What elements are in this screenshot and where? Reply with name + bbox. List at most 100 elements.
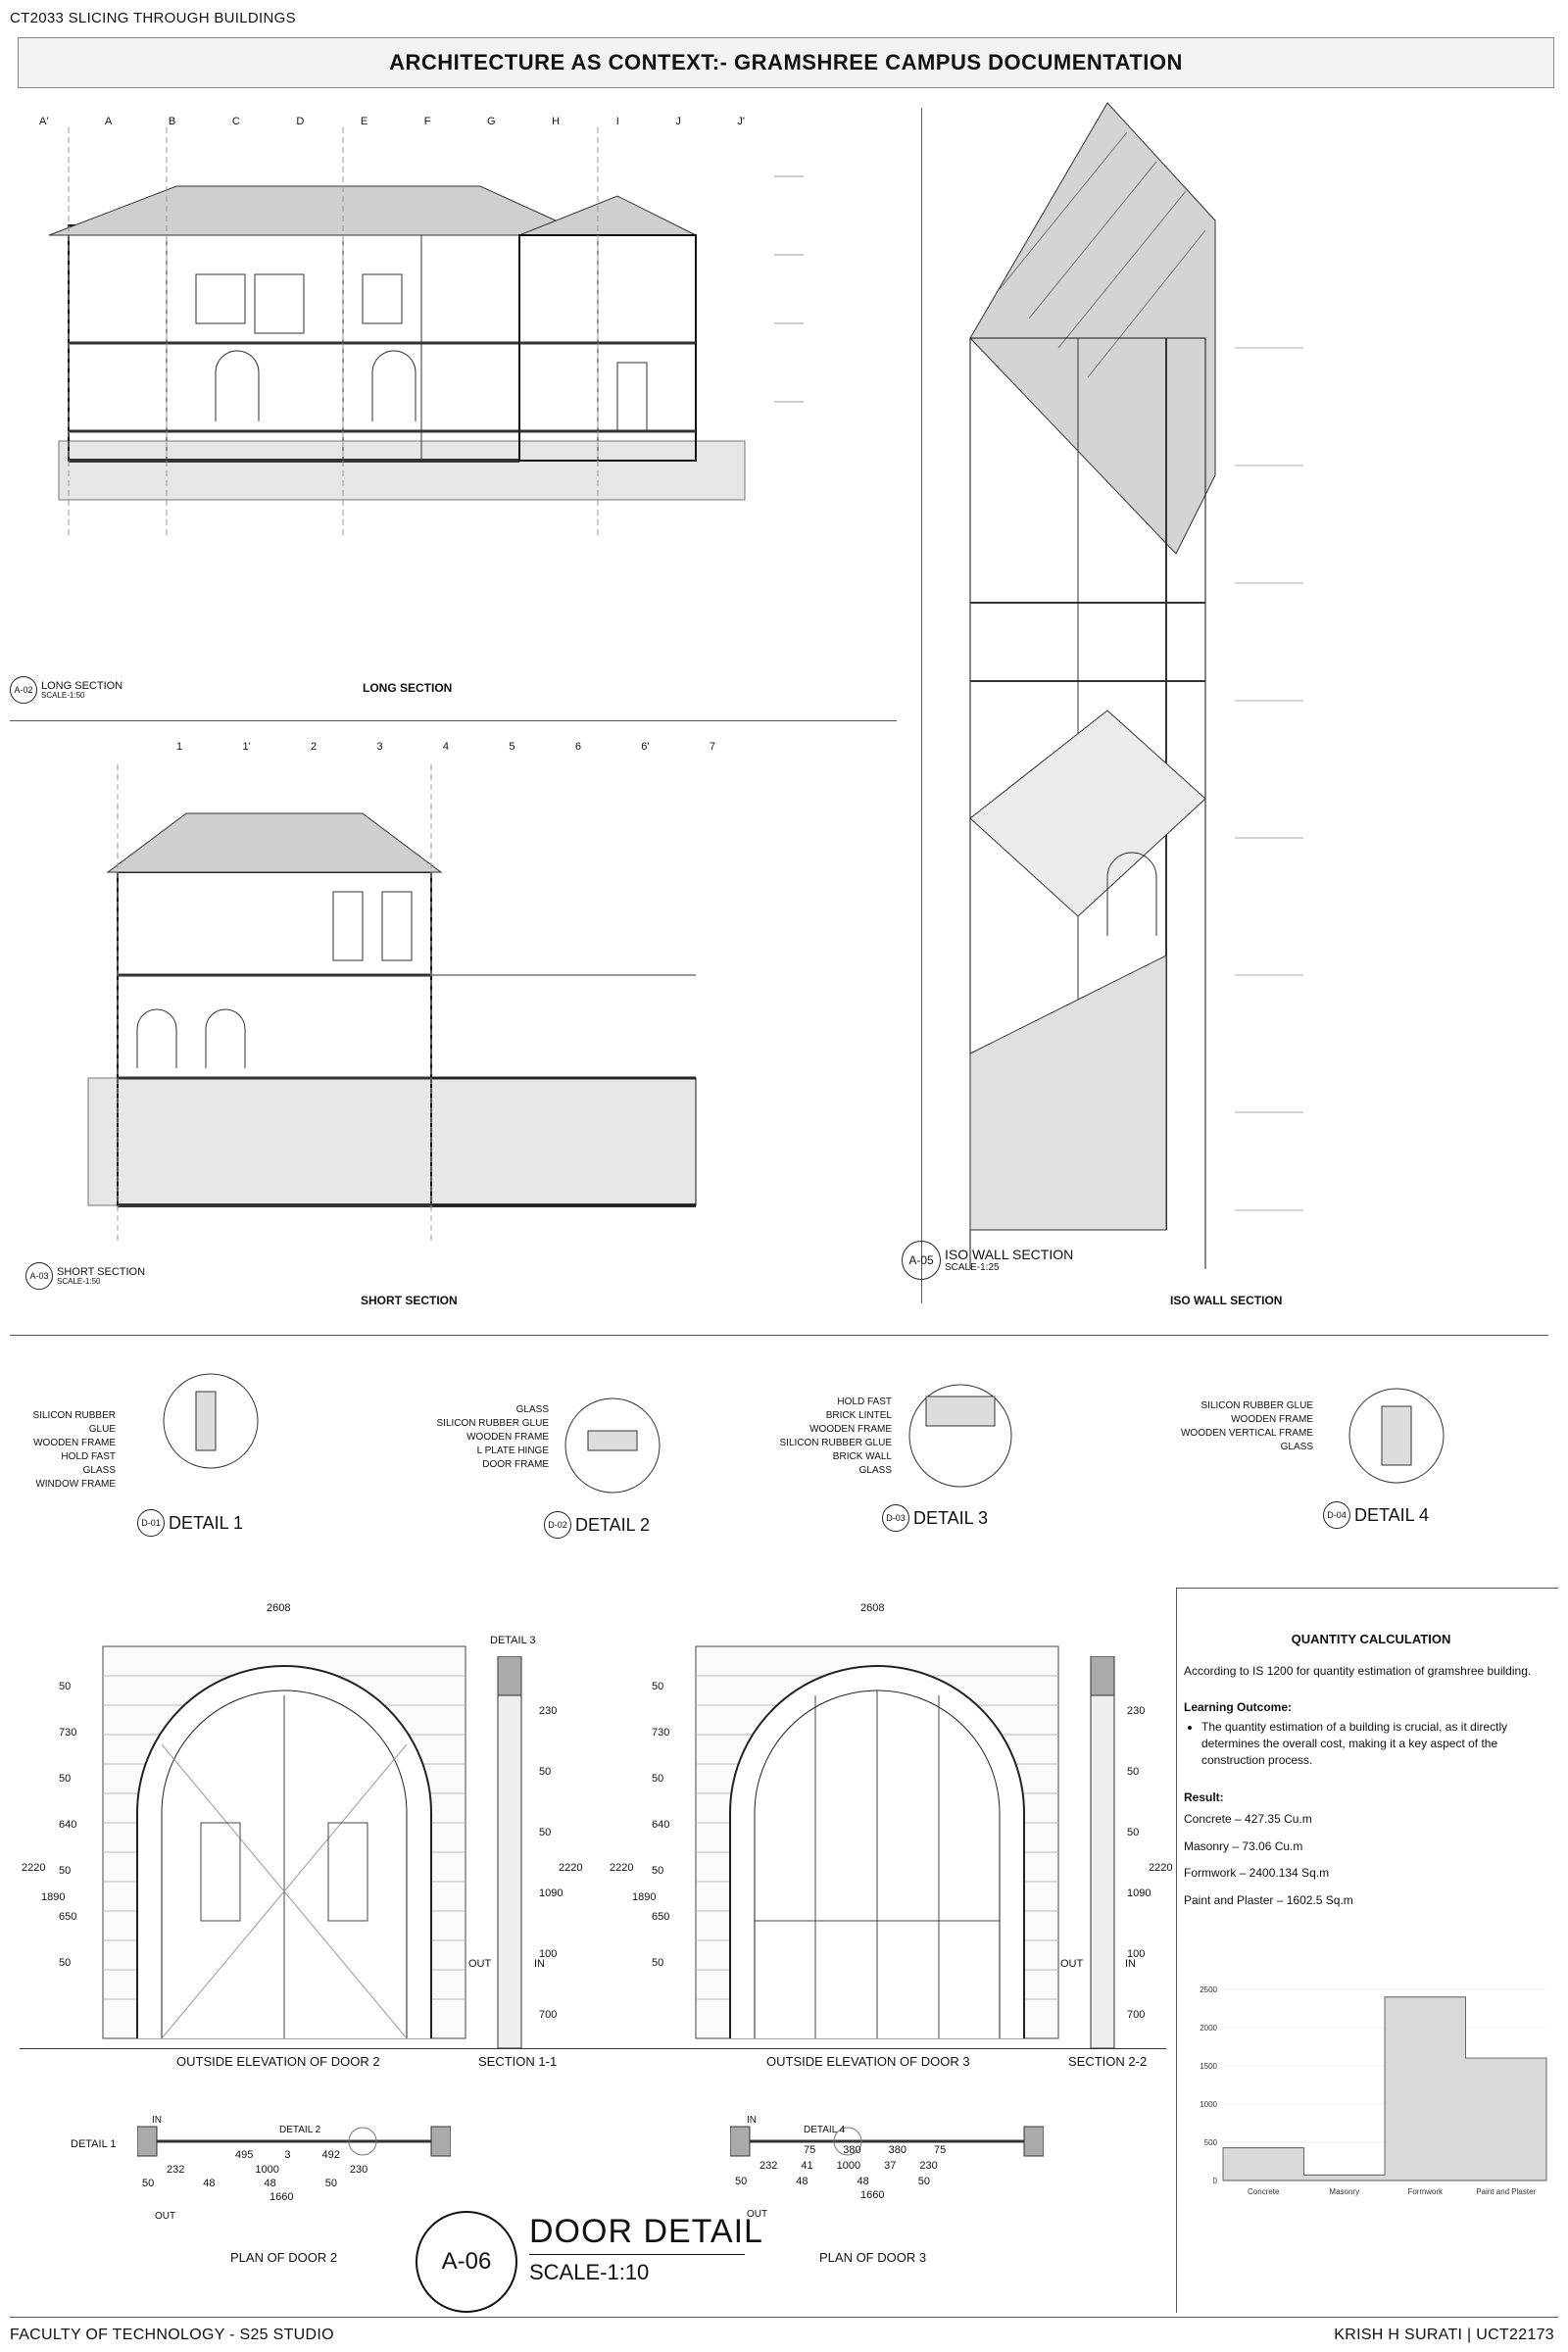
x-tick-label: Formwork xyxy=(1407,2187,1444,2196)
tag-scale: SCALE-1:25 xyxy=(945,1262,1000,1274)
course-code: CT2033 SLICING THROUGH BUILDINGS xyxy=(10,10,296,26)
detail-label: SILICON RUBBER GLUE xyxy=(32,1410,116,1435)
door2-plan-row1: 495 3 492 xyxy=(235,2149,340,2161)
divider xyxy=(1176,1588,1177,2313)
door2-plan-row2: 232 1000 230 xyxy=(167,2164,368,2176)
detail-label: WOODEN FRAME xyxy=(33,1438,116,1448)
x-tick-label: Masonry xyxy=(1329,2187,1359,2196)
dim: 700 xyxy=(539,2009,558,2021)
detail-label: WOODEN FRAME xyxy=(466,1432,549,1443)
tag-code: A-02 xyxy=(10,676,37,704)
detail-label: GLASS xyxy=(82,1465,116,1476)
area-series xyxy=(1222,1996,1547,2181)
result-item: Concrete – 427.35 Cu.m xyxy=(1184,1812,1312,1827)
detail-title: DETAIL 3 xyxy=(913,1507,989,1528)
door2-plan-row3: 50 48 48 50 xyxy=(142,2178,337,2189)
detail-title: DETAIL 2 xyxy=(575,1514,651,1535)
dim: 50 xyxy=(652,1957,664,1969)
grid-label: F xyxy=(423,116,431,127)
door-detail-title: DOOR DETAIL xyxy=(529,2213,763,2250)
divider xyxy=(1176,1588,1558,1589)
dim: 50 xyxy=(735,2176,748,2187)
door3-elevation-caption: OUTSIDE ELEVATION OF DOOR 3 xyxy=(766,2054,970,2069)
dim: 50 xyxy=(652,1773,664,1785)
detail-label: DOOR FRAME xyxy=(482,1459,549,1470)
dim: 640 xyxy=(652,1819,670,1831)
dim: 50 xyxy=(59,1865,72,1877)
grid-label: A xyxy=(105,116,113,127)
dim: 50 xyxy=(917,2176,930,2187)
detail-2-labels: GLASS SILICON RUBBER GLUE WOODEN FRAME L… xyxy=(421,1403,549,1472)
y-tick-label: 0 xyxy=(1213,2177,1218,2185)
grid-label: A' xyxy=(39,116,49,127)
tag-code: D-02 xyxy=(544,1511,571,1539)
dim: 75 xyxy=(804,2144,816,2156)
dim: 48 xyxy=(857,2176,869,2187)
dim: 492 xyxy=(321,2149,340,2161)
detail-label: WOODEN VERTICAL FRAME xyxy=(1180,1428,1313,1439)
door2-plan-caption: PLAN OF DOOR 2 xyxy=(230,2250,338,2265)
grid-label: D xyxy=(296,116,305,127)
dim: 640 xyxy=(59,1819,77,1831)
grid-label: I xyxy=(615,116,619,127)
detail-label: WOODEN FRAME xyxy=(1231,1414,1313,1425)
dim: 1000 xyxy=(836,2160,861,2172)
door3-plan-total: 1660 xyxy=(860,2189,885,2201)
detail-3-labels: HOLD FAST BRICK LINTEL WOODEN FRAME SILI… xyxy=(755,1396,892,1478)
detail-label: HOLD FAST xyxy=(837,1396,892,1407)
door-detail-scale: SCALE-1:10 xyxy=(529,2260,650,2284)
detail-label: SILICON RUBBER GLUE xyxy=(436,1418,549,1429)
dim: 730 xyxy=(652,1727,670,1739)
door3-plan-detail-mid: DETAIL 4 xyxy=(804,2125,846,2135)
dim: 1090 xyxy=(1127,1887,1152,1899)
long-section-caption: LONG SECTION xyxy=(363,681,453,695)
dim: 230 xyxy=(349,2164,368,2176)
iso-wall-section-drawing xyxy=(969,102,1303,1269)
tag-scale: SCALE-1:50 xyxy=(41,690,85,700)
dim: 3 xyxy=(284,2149,291,2161)
divider xyxy=(10,720,897,721)
door3-out: OUT xyxy=(1060,1958,1084,1970)
footer-right: KRISH H SURATI | UCT22173 xyxy=(1334,2327,1554,2343)
learning-text: The quantity estimation of a building is… xyxy=(1201,1719,1558,1770)
dim: 232 xyxy=(167,2164,185,2176)
grid-label: 6' xyxy=(641,741,650,753)
grid-label: 6 xyxy=(574,741,581,753)
dim: 48 xyxy=(796,2176,808,2187)
result-item: Paint and Plaster – 1602.5 Sq.m xyxy=(1184,1892,1353,1907)
dim: 700 xyxy=(1127,2009,1146,2021)
detail-label: WOODEN FRAME xyxy=(809,1424,892,1435)
dim: 1090 xyxy=(539,1887,564,1899)
door2-total-dim: 2220 xyxy=(22,1862,46,1874)
door2-section-dims: 230 50 50 1090 100 700 xyxy=(539,1705,563,2021)
detail-3-tag: D-03 DETAIL 3 xyxy=(882,1504,988,1532)
door2-plan-out: OUT xyxy=(155,2211,176,2222)
y-tick-label: 500 xyxy=(1204,2138,1218,2147)
dim: 48 xyxy=(203,2178,216,2189)
door3-section-caption: SECTION 2-2 xyxy=(1068,2054,1148,2069)
grid-label: 1 xyxy=(176,741,183,753)
y-tick-label: 2000 xyxy=(1200,2024,1217,2033)
door2-plan-detail-mid: DETAIL 2 xyxy=(279,2125,321,2135)
door3-plan-row3: 50 48 48 50 xyxy=(735,2176,930,2187)
door3-plan xyxy=(730,2126,1044,2157)
detail-4-labels: SILICON RUBBER GLUE WOODEN FRAME WOODEN … xyxy=(1176,1399,1313,1454)
tag-title: SHORT SECTION xyxy=(57,1265,146,1278)
detail-4-tag: D-04 DETAIL 4 xyxy=(1323,1501,1429,1529)
detail-label: WINDOW FRAME xyxy=(35,1479,116,1490)
door3-left-dims: 50 730 50 640 50 650 50 xyxy=(652,1681,669,1969)
detail-label: GLASS xyxy=(858,1465,892,1476)
dim: 650 xyxy=(652,1911,670,1923)
quantity-intro: According to IS 1200 for quantity estima… xyxy=(1184,1663,1532,1678)
tag-code: A-03 xyxy=(25,1262,53,1290)
door3-section-dims: 230 50 50 1090 100 700 xyxy=(1127,1705,1151,2021)
door2-plan-in: IN xyxy=(152,2115,162,2126)
door3-section-total: 2220 xyxy=(1149,1862,1173,1874)
detail-label: HOLD FAST xyxy=(61,1451,116,1462)
grid-label: 2 xyxy=(311,741,318,753)
tag-code: A-05 xyxy=(902,1241,941,1280)
short-section-caption: SHORT SECTION xyxy=(361,1294,458,1307)
divider xyxy=(20,2048,1166,2049)
